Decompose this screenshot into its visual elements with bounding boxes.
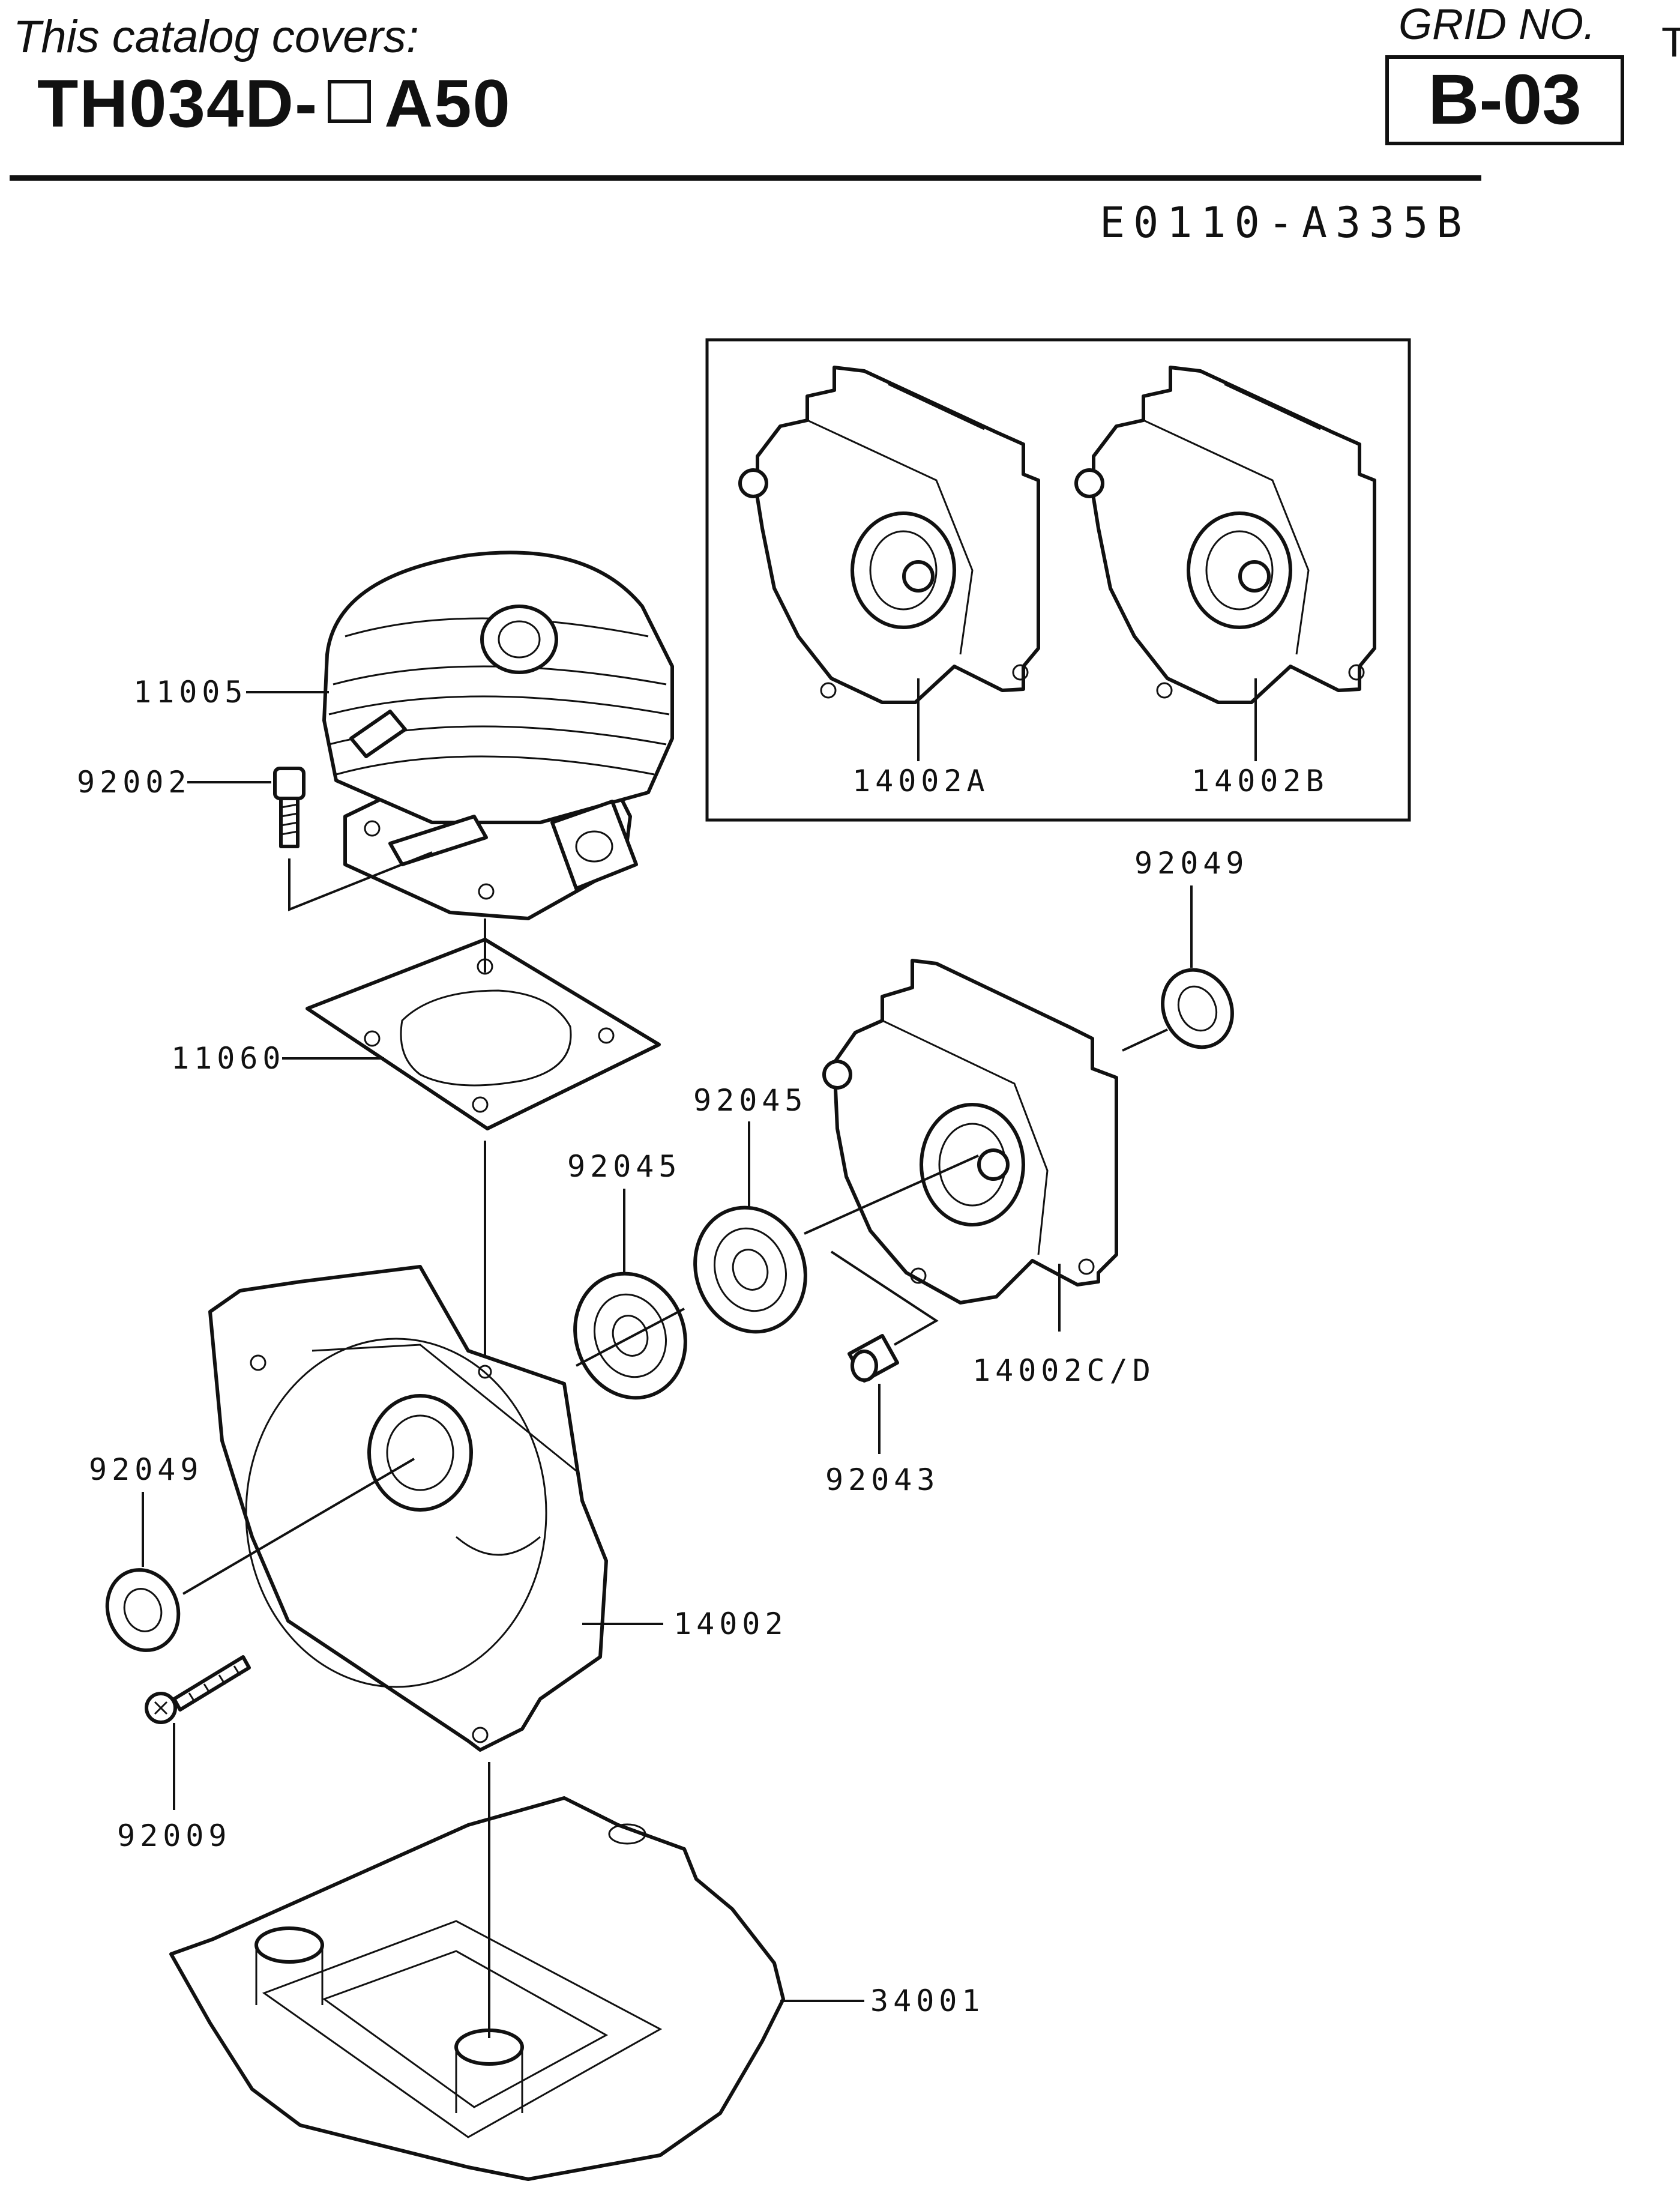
oil-seal-92049-right-drawing [1161, 968, 1234, 1049]
grid-number-box: B-03 [1385, 55, 1624, 145]
label-11005: 11005 [133, 675, 248, 710]
label-92009: 92009 [117, 1818, 232, 1853]
assembly-line-seal-left [182, 1458, 415, 1595]
label-92045-lower: 92045 [567, 1149, 682, 1184]
model-prefix: TH034D- [37, 66, 319, 141]
assembly-line-bearing-upper [804, 1154, 979, 1235]
label-14002a: 14002A [852, 764, 990, 798]
bearing-92045-upper-drawing [693, 1205, 807, 1334]
edge-mark: T [1661, 19, 1680, 65]
model-number: TH034D- A50 [37, 65, 511, 142]
oil-seal-92049-left-drawing [105, 1568, 181, 1652]
gasket-11060-drawing [306, 938, 661, 1130]
crankcase-14002b-drawing [1074, 366, 1376, 704]
label-92043: 92043 [825, 1462, 940, 1497]
model-suffix: A50 [384, 66, 511, 141]
crankcase-14002cd-drawing [822, 959, 1118, 1305]
label-92049-left: 92049 [89, 1452, 203, 1487]
inset-frame [705, 338, 1411, 822]
bolt-92002-drawing [273, 767, 306, 848]
crankcase-14002-drawing [208, 1265, 608, 1752]
diagram-reference-code: E0110-A335B [1100, 198, 1471, 247]
label-14002: 14002 [673, 1606, 788, 1641]
variant-checkbox [328, 80, 372, 123]
label-11060: 11060 [171, 1041, 286, 1076]
assembly-line-cylinder-bolt [288, 851, 433, 911]
grid-caption: GRID NO. [1398, 1, 1596, 49]
header-divider [10, 175, 1481, 181]
assembly-line-seal-right [1122, 1028, 1168, 1052]
dowel-pin-92043-drawing [848, 1334, 899, 1383]
label-92049-right: 92049 [1134, 846, 1249, 881]
catalog-cover-text: This catalog covers: [13, 11, 419, 62]
label-14002cd: 14002C/D [972, 1353, 1155, 1388]
assembly-line-bearing-lower [576, 1308, 685, 1367]
cover-34001-drawing [169, 1796, 785, 2181]
assembly-line-dowel-pin [830, 1250, 939, 1346]
cylinder-11005-drawing [322, 551, 674, 920]
bearing-92045-lower-drawing [573, 1271, 687, 1400]
bolt-92009-drawing [145, 1655, 251, 1724]
label-34001: 34001 [870, 1983, 985, 2018]
label-14002b: 14002B [1191, 764, 1329, 798]
crankcase-14002a-drawing [738, 366, 1040, 704]
label-92002: 92002 [77, 765, 191, 800]
label-92045-upper: 92045 [693, 1083, 808, 1118]
